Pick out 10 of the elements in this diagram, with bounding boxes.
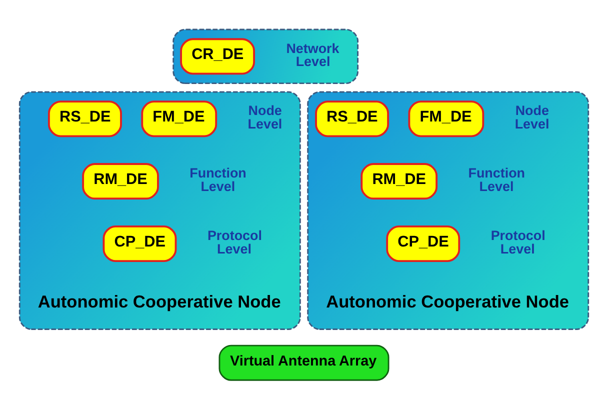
node-box: FM_DE — [141, 100, 218, 137]
node-box: RS_DE — [315, 100, 390, 137]
node-box: RM_DE — [360, 162, 438, 200]
node-box: CP_DE — [102, 225, 177, 262]
node-box: RM_DE — [82, 162, 159, 200]
node-box: CR_DE — [180, 38, 255, 74]
node-box: RS_DE — [48, 100, 122, 137]
node-box: Virtual Antenna Array — [218, 344, 390, 380]
node-box: FM_DE — [408, 100, 484, 137]
node-box: CP_DE — [386, 225, 460, 262]
